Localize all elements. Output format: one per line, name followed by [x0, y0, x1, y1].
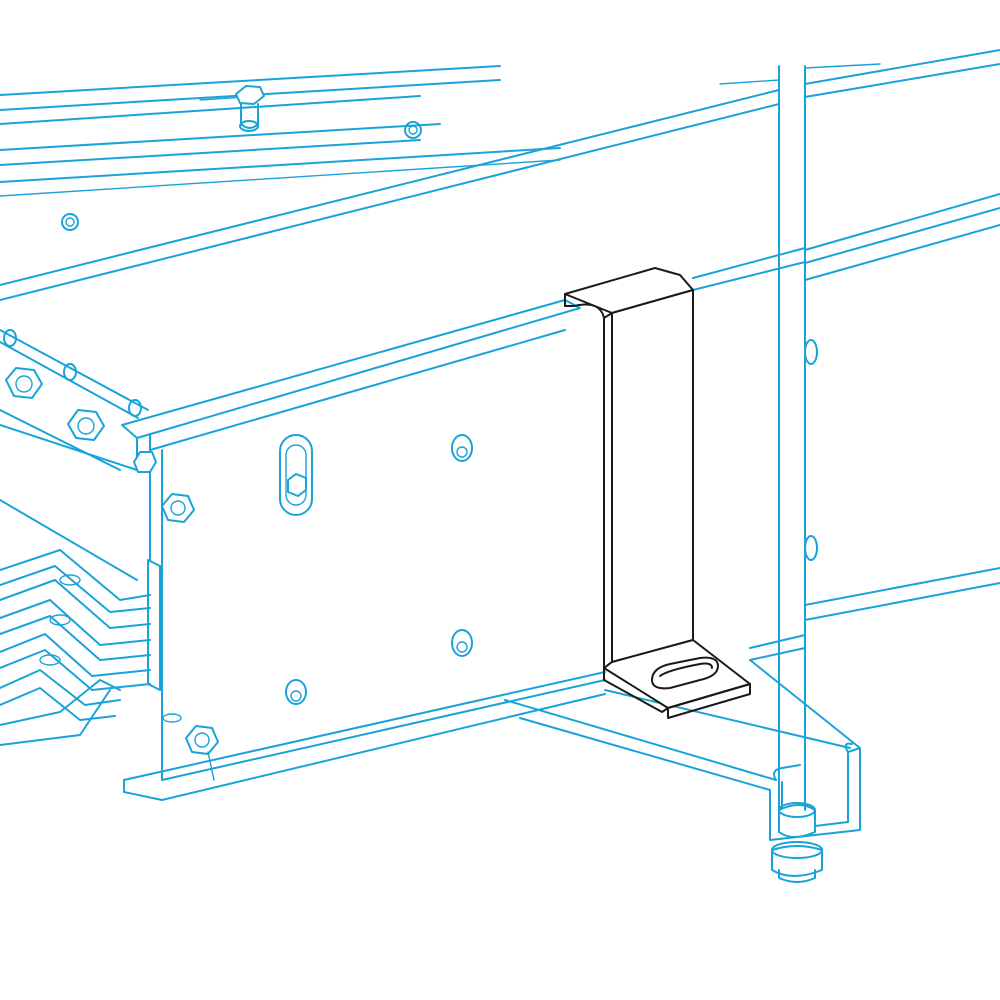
top-hex-nut	[235, 85, 265, 132]
panel-hole-upper	[451, 434, 473, 462]
z-bracket	[564, 267, 751, 719]
upper-rails	[0, 65, 561, 197]
joint-pack	[0, 329, 157, 581]
housing-top-plane	[0, 49, 1000, 301]
rod-nut-assembly	[771, 802, 823, 883]
panel-hex-lower	[162, 713, 219, 781]
threaded-rod-front	[778, 699, 806, 811]
panel-hole-lower-right	[451, 629, 473, 657]
housing-side-wall	[804, 193, 1000, 621]
strut-channel	[504, 659, 861, 841]
conductor-bars	[0, 549, 161, 746]
panel-hex-upper	[161, 493, 195, 523]
threaded-rod	[719, 63, 881, 781]
housing-front-panel	[121, 247, 806, 801]
panel-hole-lower-left	[285, 679, 307, 705]
panel-slot-upper	[279, 434, 313, 516]
